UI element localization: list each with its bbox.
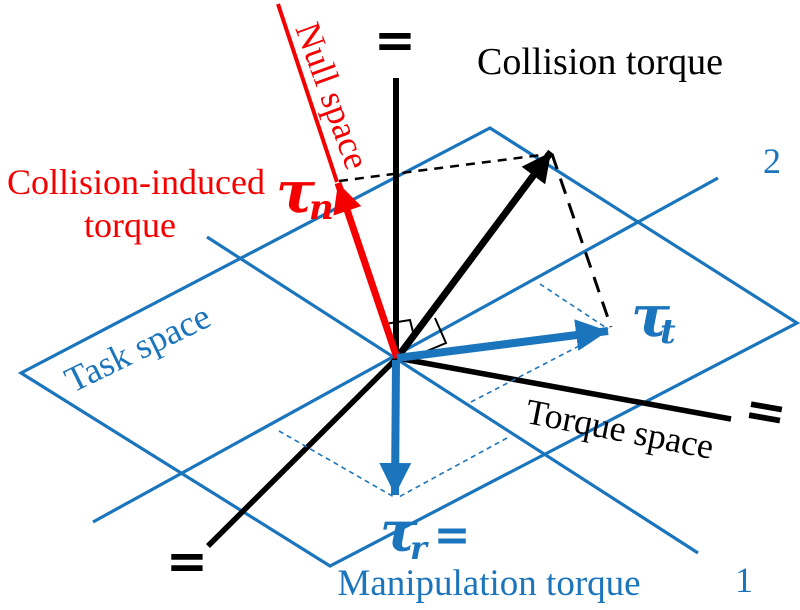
axis-2-label: 2 [763, 141, 781, 181]
right-angle-marker-collision [426, 317, 448, 352]
tau-t-symbol: τ [631, 282, 671, 350]
diagonal-torque-axis [206, 356, 399, 548]
dashed-line-collision-to-taut [550, 153, 613, 328]
dashed-taur-axis2-component [278, 430, 395, 498]
tau-n-label: τ n [276, 158, 334, 228]
tau-n-subscript: n [309, 188, 334, 228]
manipulation-torque-label: Manipulation torque [337, 563, 640, 604]
collision-torque-label: Collision torque [477, 41, 723, 83]
horizontal-torque-axis [396, 355, 732, 422]
equals-top: = [374, 11, 416, 69]
tau-r-subscript: r [410, 529, 429, 567]
dashed-taur-axis1-component [396, 437, 508, 499]
axis-1-label: 1 [735, 560, 753, 600]
tau-t-vector [396, 319, 609, 362]
tau-r-label: τ r [380, 499, 429, 567]
torque-space-label: Torque space [523, 391, 718, 467]
equals-bottom-left: = [166, 532, 208, 590]
collision-induced-label-line2: torque [84, 205, 176, 245]
tau-n-vector [333, 181, 401, 360]
tau-r-symbol: τ [380, 499, 418, 565]
equals-tau-r: = [434, 510, 471, 561]
tau-n-symbol: τ [276, 158, 316, 226]
tau-t-subscript: t [660, 312, 676, 352]
right-angle-marker-taun [384, 318, 414, 333]
tau-t-label: τ t [631, 282, 676, 352]
null-space-label: Null space [287, 17, 377, 174]
equals-right: = [740, 379, 791, 443]
collision-induced-label-line1: Collision-induced [7, 162, 265, 202]
null-space-line [276, 3, 339, 183]
joint-axis-1-line [206, 235, 699, 555]
collision-torque-vector [394, 149, 554, 361]
dashed-line-taun-to-collision [338, 152, 550, 183]
tau-r-vector [379, 359, 412, 496]
